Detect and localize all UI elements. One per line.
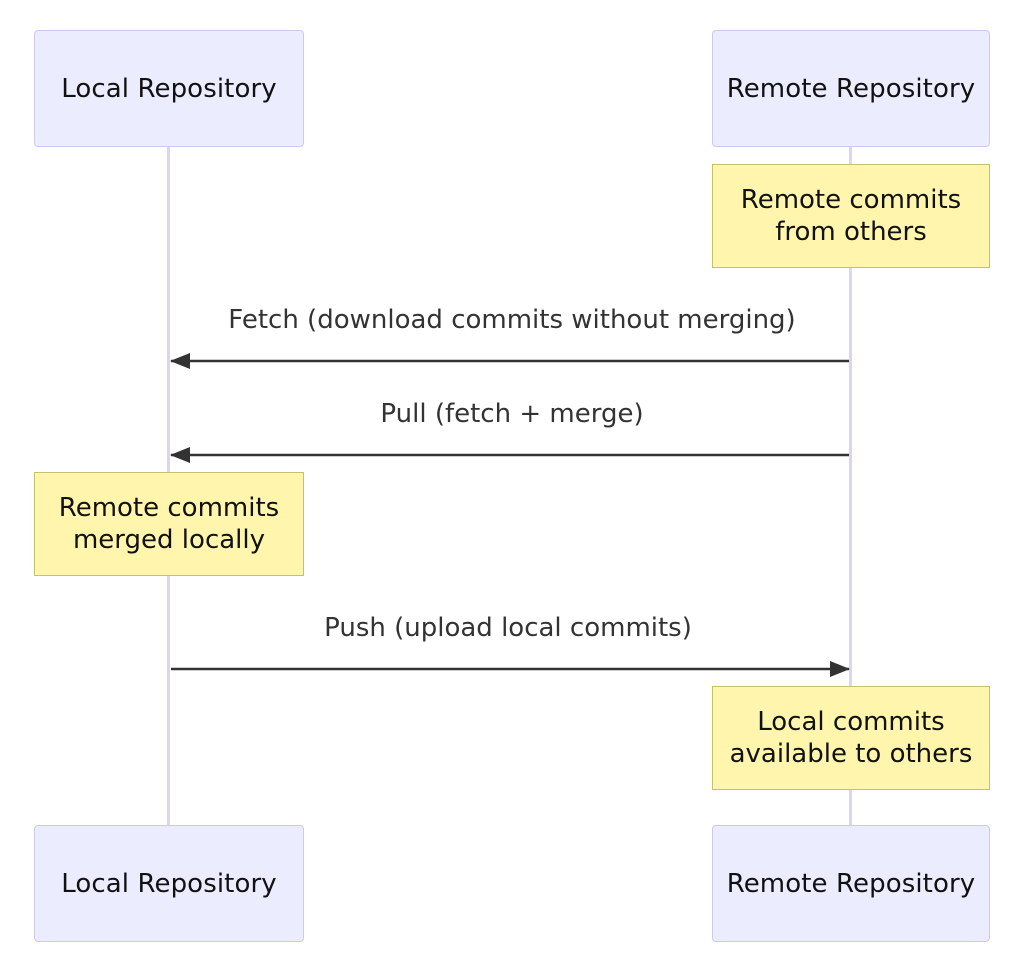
participant-local-repository-top: Local Repository (34, 30, 304, 147)
participant-label: Remote Repository (726, 73, 976, 104)
participant-remote-repository-bottom: Remote Repository (712, 825, 990, 942)
note-line: merged locally (72, 525, 266, 555)
participant-local-repository-bottom: Local Repository (34, 825, 304, 942)
note-line: from others (775, 217, 927, 247)
note-local-commits-available-to-others: Local commits available to others (712, 686, 990, 790)
lifeline-remote-repository (849, 146, 852, 826)
note-line: available to others (729, 739, 973, 769)
note-remote-commits-merged-locally: Remote commits merged locally (34, 472, 304, 576)
participant-label: Local Repository (61, 868, 277, 899)
note-remote-commits-from-others: Remote commits from others (712, 164, 990, 268)
message-label-pull: Pull (fetch + merge) (380, 399, 644, 429)
note-line: Remote commits (740, 185, 962, 215)
participant-label: Remote Repository (726, 868, 976, 899)
note-line: Remote commits (58, 493, 280, 523)
message-label-push: Push (upload local commits) (324, 613, 692, 643)
participant-remote-repository-top: Remote Repository (712, 30, 990, 147)
participant-label: Local Repository (61, 73, 277, 104)
message-label-fetch: Fetch (download commits without merging) (228, 305, 796, 335)
note-line: Local commits (757, 707, 945, 737)
